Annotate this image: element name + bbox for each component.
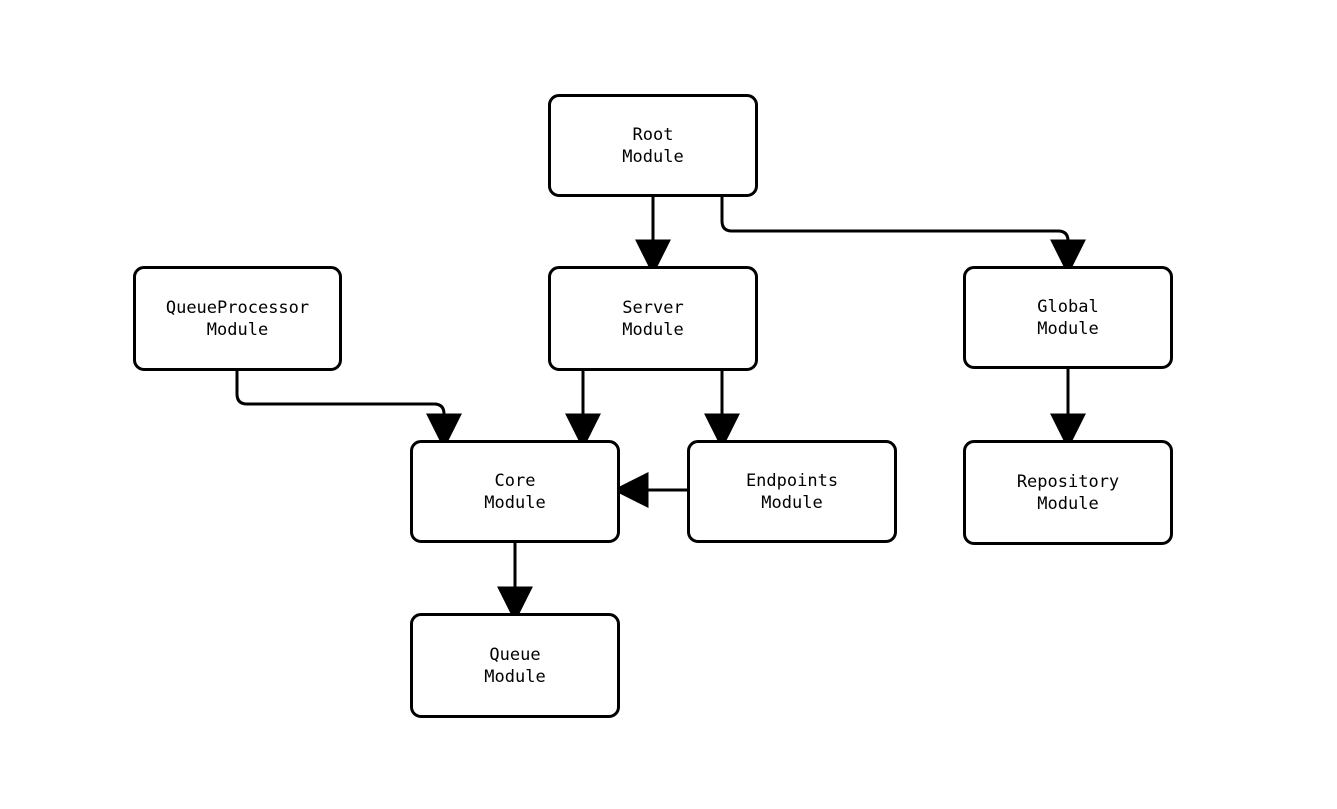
node-core-module-line1: Core	[494, 470, 536, 491]
node-repository-module-line2: Module	[1037, 493, 1099, 514]
node-endpoints-module-line1: Endpoints	[745, 470, 839, 491]
node-server-module[interactable]: Server Module	[548, 266, 758, 371]
node-global-module-line2: Module	[1037, 318, 1099, 339]
node-queueprocessor-module-line1: QueueProcessor	[165, 297, 310, 318]
node-endpoints-module[interactable]: Endpoints Module	[687, 440, 897, 543]
node-global-module-line1: Global	[1037, 296, 1099, 317]
node-server-module-line2: Module	[622, 319, 684, 340]
node-root-module-line2: Module	[622, 146, 684, 167]
node-server-module-line1: Server	[622, 297, 684, 318]
edge-root-to-global	[720, 197, 1086, 276]
node-repository-module[interactable]: Repository Module	[963, 440, 1173, 545]
node-queue-module[interactable]: Queue Module	[410, 613, 620, 718]
edge-queueprocessor-to-core	[235, 371, 462, 450]
node-queueprocessor-module[interactable]: QueueProcessor Module	[133, 266, 342, 371]
node-repository-module-line1: Repository	[1016, 471, 1120, 492]
node-global-module[interactable]: Global Module	[963, 266, 1173, 369]
node-queue-module-line1: Queue	[489, 644, 541, 665]
node-queue-module-line2: Module	[484, 666, 546, 687]
node-root-module-line1: Root	[632, 124, 674, 145]
node-endpoints-module-line2: Module	[761, 492, 823, 513]
node-core-module[interactable]: Core Module	[410, 440, 620, 543]
node-root-module[interactable]: Root Module	[548, 94, 758, 197]
node-core-module-line2: Module	[484, 492, 546, 513]
node-queueprocessor-module-line2: Module	[206, 319, 269, 340]
